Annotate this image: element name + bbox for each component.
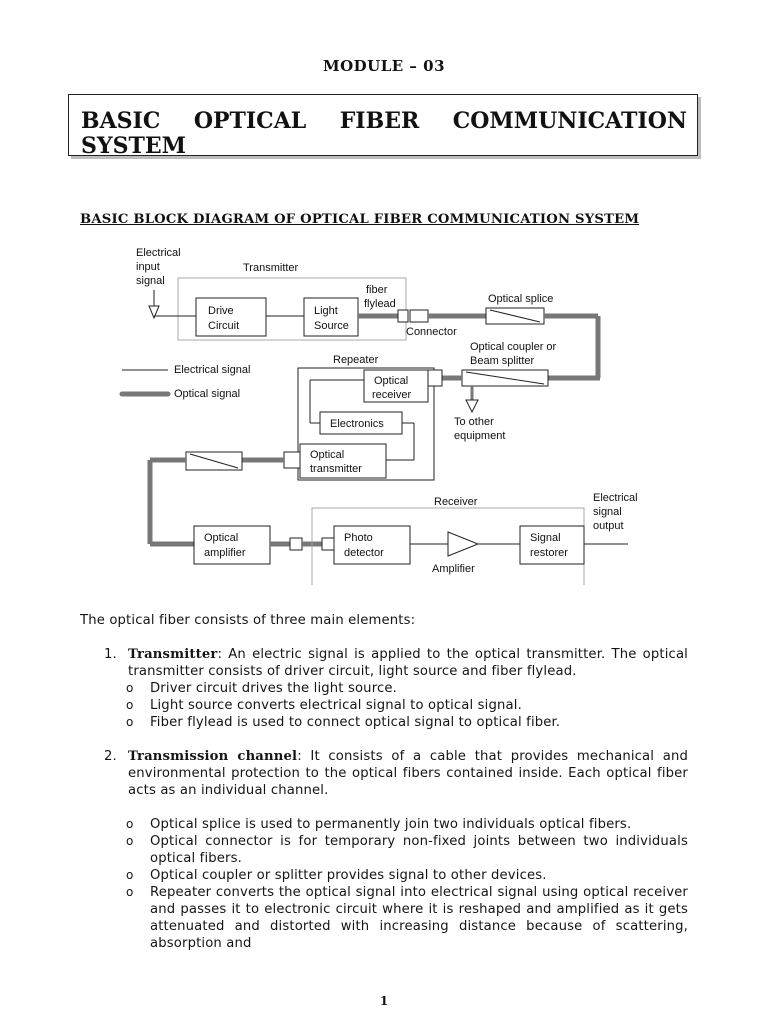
optical-receiver-block	[363, 369, 429, 403]
diagram-shape	[189, 453, 239, 469]
transmitter-region	[177, 277, 407, 341]
diagram-label: restorer	[530, 547, 568, 559]
diagram-label: Light	[314, 305, 338, 317]
diagram-shape	[465, 371, 545, 385]
term-transmission-channel: Transmission channel	[128, 749, 298, 764]
module-label: MODULE – 03	[322, 57, 446, 75]
electrical-input-label-2: input	[136, 261, 160, 273]
diagram-label: Beam splitter	[470, 355, 535, 367]
intro-text: The optical fiber consists of three main…	[80, 613, 416, 628]
diagram-label: Optical	[310, 449, 344, 461]
signal-restorer-block	[519, 525, 585, 565]
diagram-label: receiver	[372, 389, 411, 401]
page-title: BASIC OPTICAL FIBER COMMUNICATION SYSTEM	[81, 108, 687, 156]
drive-circuit-block	[195, 297, 267, 337]
list-item-transmitter: 1. Transmitter: An electric signal is ap…	[104, 647, 688, 730]
diagram-label: To other	[454, 416, 494, 428]
amplifier-triangle-icon	[447, 531, 480, 557]
section-heading: BASIC BLOCK DIAGRAM OF OPTICAL FIBER COM…	[80, 212, 640, 227]
diagram-label: Optical coupler or	[470, 341, 557, 353]
diagram-label: flylead	[364, 298, 396, 310]
list-item-transmission-channel: 2. Transmission channel: It consists of …	[104, 749, 688, 951]
connector-label: Connector	[406, 326, 457, 338]
diagram-label: Photo	[344, 532, 373, 544]
connector-block	[397, 309, 409, 323]
light-source-block	[303, 297, 359, 337]
diagram-label: equipment	[454, 430, 505, 442]
optical-transmitter-block	[299, 443, 387, 479]
diagram-label: Source	[314, 320, 349, 332]
receiver-label: Receiver	[434, 496, 478, 508]
legend-optical-text: Optical signal	[174, 388, 240, 400]
diagram-label: Drive	[208, 305, 234, 317]
input-arrow-icon	[148, 305, 160, 320]
page-number: 1	[379, 994, 389, 1008]
diagram-label: Electronics	[330, 418, 384, 430]
diagram-label: Optical	[204, 532, 238, 544]
legend-electrical-text: Electrical signal	[174, 364, 250, 376]
term-transmitter: Transmitter	[128, 647, 218, 662]
optical-splice-label: Optical splice	[488, 293, 553, 305]
title-box: BASIC OPTICAL FIBER COMMUNICATION SYSTEM	[68, 94, 698, 156]
diagram-shape	[427, 369, 443, 387]
transmitter-label: Transmitter	[243, 262, 299, 274]
diagram-shape	[321, 537, 335, 551]
diagram-shape	[489, 309, 541, 323]
repeater-label: Repeater	[333, 354, 379, 366]
diagram-label: Electrical	[593, 492, 638, 504]
diagram-label: Optical	[374, 375, 408, 387]
diagram-shape	[283, 451, 301, 469]
electrical-input-label-3: signal	[136, 275, 165, 287]
diagram-label: transmitter	[310, 463, 362, 475]
diagram-label: fiber	[366, 284, 388, 296]
diagram-label: Circuit	[208, 320, 239, 332]
diagram-shape	[289, 537, 303, 551]
repeater-region	[297, 367, 435, 481]
amplifier-label: Amplifier	[432, 563, 475, 575]
diagram-label: detector	[344, 547, 384, 559]
photo-detector-block	[333, 525, 411, 565]
diagram-label: signal	[593, 506, 622, 518]
diagram-label: Signal	[530, 532, 561, 544]
diagram-shape	[409, 309, 429, 323]
diagram-label: output	[593, 520, 624, 532]
diagram-label: amplifier	[204, 547, 246, 559]
down-arrow-icon	[465, 399, 479, 414]
block-diagram: Electrical signal Optical signal Electri…	[119, 247, 638, 585]
electrical-input-label-1: Electrical	[136, 247, 181, 259]
optical-amplifier-block	[193, 525, 271, 565]
